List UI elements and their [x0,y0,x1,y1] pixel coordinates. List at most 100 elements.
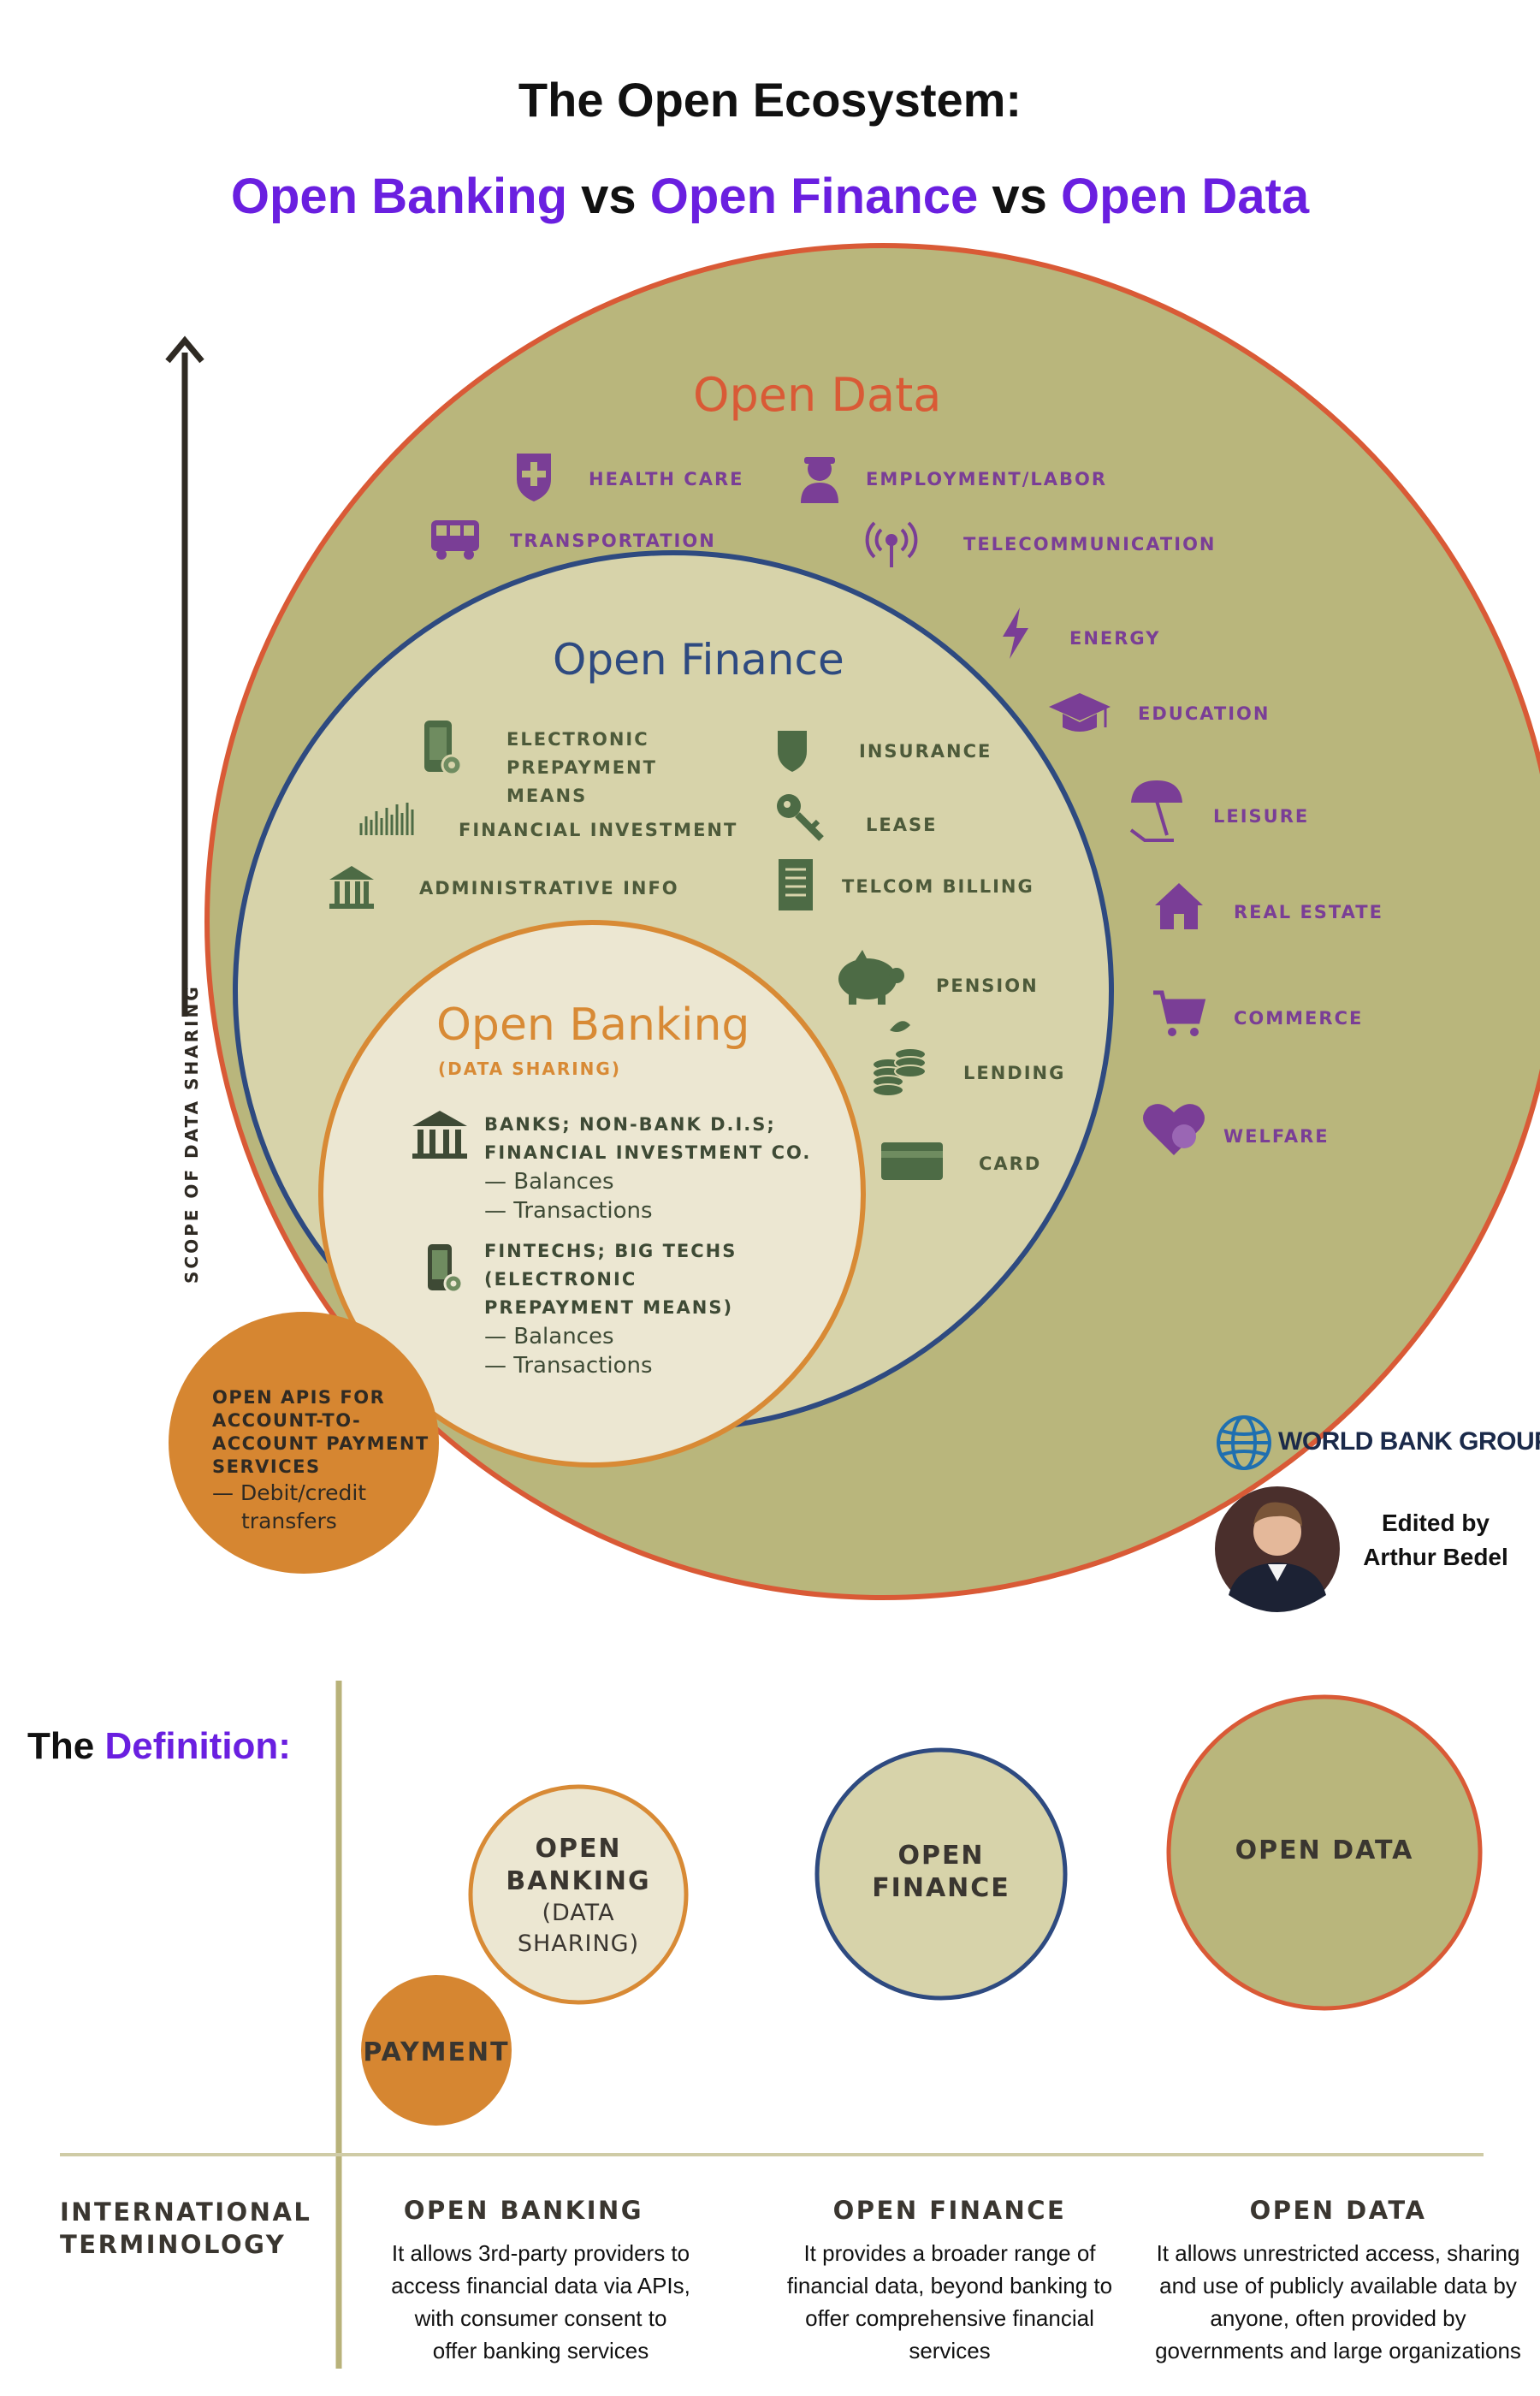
label-leisure: LEISURE [1213,806,1310,827]
fintechs-transactions: — Transactions [484,1353,653,1379]
label-electronic-prepayment-means-text: ELECTRONIC PREPAYMENT MEANS [506,729,657,806]
broadcast-icon [865,521,918,567]
term-open-data-line-3: anyone, often provided by [1210,2305,1466,2331]
term-open-data-heading: OPEN DATA [1249,2196,1427,2225]
def-payment-circle [361,1975,512,2126]
term-open-data-line-4: governments and large organizations [1155,2338,1521,2363]
label-energy: ENERGY [1069,628,1161,649]
open-banking-title: Open Banking [436,999,750,1051]
house-icon [1155,883,1203,929]
term-open-data-line-1: It allows unrestricted access, sharing [1156,2240,1520,2266]
def-open-banking-line-1: OPEN [535,1834,622,1864]
heart-icon [1143,1104,1205,1155]
label-electronic-prepayment-means: ELECTRONIC PREPAYMENT MEANS [506,726,729,810]
term-open-finance-line-2: financial data, beyond banking to [786,2273,1113,2298]
def-payment-label: PAYMENT [363,2037,510,2067]
international-terminology-line-2: TERMINOLOGY [60,2230,287,2259]
label-financial-investment: FINANCIAL INVESTMENT [459,820,738,840]
label-health-care: HEALTH CARE [589,469,744,489]
label-commerce: COMMERCE [1234,1008,1364,1029]
payments-line-2: ACCOUNT-TO- [212,1410,362,1431]
label-transportation: TRANSPORTATION [510,531,716,551]
lightning-icon [1003,608,1028,659]
fintechs-balances: — Balances [484,1324,614,1349]
label-pension: PENSION [936,976,1039,996]
label-card: CARD [979,1154,1042,1174]
bill-icon [779,859,813,910]
coins-icon [872,1021,927,1097]
subtitle-vs-1: vs [567,169,650,224]
shield-icon [778,731,807,772]
subtitle-vs-2: vs [978,169,1062,224]
open-banking-circle [318,920,866,1468]
piggy-bank-icon [838,950,904,1005]
def-open-banking-line-2: BANKING [506,1866,651,1896]
term-open-banking-line-4: offer banking services [432,2338,649,2363]
banks-line-2: FINANCIAL INVESTMENT CO. [484,1142,812,1163]
health-shield-icon [517,454,551,501]
label-telecommunication: TELECOMMUNICATION [963,534,1217,555]
worker-icon [801,457,838,503]
def-open-data-circle [1166,1694,1483,2011]
label-education: EDUCATION [1138,703,1270,724]
payments-line-3: ACCOUNT PAYMENT [212,1433,429,1454]
def-open-finance-line-2: FINANCE [872,1873,1010,1903]
term-open-finance-line-1: It provides a broader range of [803,2240,1096,2266]
def-open-banking-label: OPEN BANKING (DATA SHARING) [476,1833,681,1960]
stock-chart-icon [359,803,414,835]
term-open-banking-line-1: It allows 3rd-party providers to [391,2240,690,2266]
international-terminology-label: INTERNATIONAL TERMINOLOGY [60,2196,311,2261]
def-open-finance-line-1: OPEN [897,1841,985,1871]
edited-by-line-2: Arthur Bedel [1363,1544,1508,1570]
term-open-data-line-2: and use of publicly available data by [1159,2273,1517,2298]
page-title: The Open Ecosystem: [518,73,1022,127]
payments-ellipse [169,1312,439,1574]
term-open-finance-line-3: offer comprehensive financial [805,2305,1094,2331]
label-welfare: WELFARE [1223,1126,1330,1147]
fintech-phone-icon [428,1244,464,1294]
term-open-data: OPEN DATA It allows unrestricted access,… [1143,2196,1533,2367]
term-open-banking-heading: OPEN BANKING [403,2196,644,2225]
term-open-banking-line-2: access financial data via APIs, [391,2273,690,2298]
payments-text: OPEN APIS FOR ACCOUNT-TO- ACCOUNT PAYMEN… [212,1386,429,1535]
scope-axis-label: SCOPE OF DATA SHARING [181,984,202,1284]
label-employment-labor: EMPLOYMENT/LABOR [866,469,1108,489]
bus-icon [431,520,479,560]
definition-title-part-2: Definition: [104,1725,291,1767]
payments-sub-2: transfers [241,1509,337,1533]
subtitle-open-data: Open Data [1061,169,1310,224]
card-icon [881,1142,943,1180]
banks-transactions: — Transactions [484,1198,653,1224]
payments-line-1: OPEN APIS FOR [212,1387,386,1408]
open-banking-group-banks: BANKS; NON-BANK D.I.S; FINANCIAL INVESTM… [484,1111,811,1225]
label-real-estate: REAL ESTATE [1234,902,1383,922]
term-open-finance: OPEN FINANCE It provides a broader range… [770,2196,1129,2367]
label-lending: LENDING [963,1063,1066,1083]
key-icon [777,794,824,841]
definition-title-part-1: The [27,1725,105,1767]
avatar [1215,1486,1340,1612]
edited-by-credit: Edited by Arthur Bedel [1350,1506,1521,1575]
def-open-data-label: OPEN DATA [1235,1836,1414,1865]
definition-title: The Definition: [27,1725,291,1768]
label-telcom-billing: TELCOM BILLING [842,876,1034,897]
open-data-title: Open Data [693,368,942,422]
beach-umbrella-icon [1129,780,1182,842]
international-terminology-line-1: INTERNATIONAL [60,2197,312,2227]
open-finance-title: Open Finance [553,635,844,685]
def-open-finance-label: OPEN FINANCE [838,1840,1044,1905]
label-lease: LEASE [866,815,938,835]
term-open-finance-line-4: services [909,2338,991,2363]
open-banking-subtitle: (DATA SHARING) [438,1059,621,1079]
banks-line-1: BANKS; NON-BANK D.I.S; [484,1114,776,1135]
open-banking-group-fintechs: FINTECHS; BIG TECHS (ELECTRONIC PREPAYME… [484,1237,737,1380]
shopping-cart-icon [1153,990,1206,1036]
scope-arrow-head [165,335,204,364]
term-open-finance-heading: OPEN FINANCE [832,2196,1067,2225]
world-bank-globe-icon [1217,1415,1271,1470]
banks-balances: — Balances [484,1169,614,1195]
def-open-banking-sub-1: (DATA [542,1900,615,1926]
bank-icon [412,1111,467,1159]
edited-by-line-1: Edited by [1381,1509,1490,1536]
